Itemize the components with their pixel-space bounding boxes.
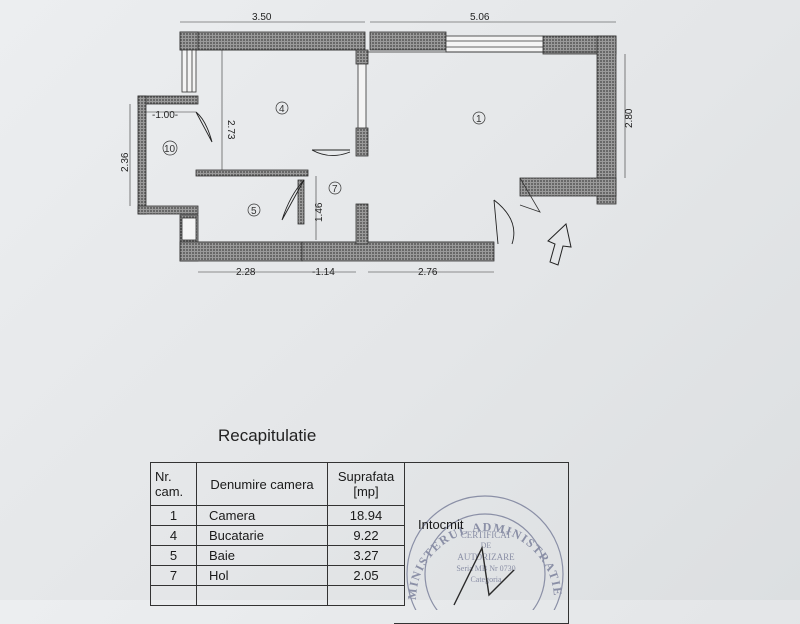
recap-title: Recapitulatie bbox=[218, 426, 317, 445]
recap-table: Nr. cam. Denumire camera Suprafata [mp] … bbox=[150, 462, 405, 606]
cell-area: 3.27 bbox=[327, 545, 405, 566]
wall-room10-top bbox=[137, 95, 199, 105]
entrance-arrow-icon bbox=[547, 223, 572, 266]
table-row: 7 Hol 2.05 bbox=[150, 565, 405, 586]
wall-bottom-right bbox=[301, 241, 495, 262]
header-area: Suprafata [mp] bbox=[327, 462, 405, 506]
cell-name: Baie bbox=[196, 545, 328, 566]
window-top bbox=[445, 35, 544, 53]
cell-name bbox=[196, 585, 328, 606]
dim-left-side: 2.36 bbox=[120, 152, 131, 172]
cell-area: 9.22 bbox=[327, 525, 405, 546]
door-room7 bbox=[311, 149, 351, 156]
stamp-line1: CERTIFICAT bbox=[461, 530, 512, 540]
wall-right-lower bbox=[519, 177, 617, 197]
door-room5 bbox=[281, 179, 305, 221]
dim-room10-width: -1.00- bbox=[152, 110, 178, 121]
stamp-line4: Seria MB Nr 0730 bbox=[456, 564, 515, 573]
cell-nr: 5 bbox=[150, 545, 197, 566]
wall-top-left bbox=[179, 31, 366, 51]
wall-top-mid bbox=[369, 31, 447, 51]
table-header-row: Nr. cam. Denumire camera Suprafata [mp] bbox=[150, 462, 405, 506]
authorization-stamp: MINISTERUL ADMINISTRATIEI PUBLICE CERTIF… bbox=[394, 470, 564, 610]
room-10-label: 10 bbox=[164, 144, 176, 155]
dim-bottom-2: -1.14 bbox=[312, 267, 335, 278]
door-entrance bbox=[493, 199, 515, 245]
signature-mark bbox=[453, 545, 515, 606]
intocmit-label: Intocmit bbox=[418, 517, 464, 532]
room-1-label: 1 bbox=[476, 114, 482, 125]
doors bbox=[195, 111, 515, 245]
outline-lines bbox=[198, 49, 597, 243]
wall-right bbox=[596, 35, 617, 205]
dim-right-side: 2.80 bbox=[624, 108, 635, 128]
room-7-label: 7 bbox=[332, 184, 338, 195]
wall-room5-top bbox=[195, 169, 309, 177]
floor-plan: 3.50 5.06 2.80 2.36 -1.00- 2.73 1.46 2.2… bbox=[120, 12, 635, 278]
stamp-line3: AUTORIZARE bbox=[457, 552, 515, 562]
wall-mid-bottom bbox=[355, 203, 369, 245]
wall-room10-left bbox=[137, 95, 147, 215]
cell-nr: 7 bbox=[150, 565, 197, 586]
wall-mid-center bbox=[355, 127, 369, 157]
dimension-lines bbox=[129, 21, 626, 273]
cell-name: Camera bbox=[196, 505, 328, 526]
cell-nr bbox=[150, 585, 197, 606]
dimension-labels: 3.50 5.06 2.80 2.36 -1.00- 2.73 1.46 2.2… bbox=[120, 12, 635, 278]
cell-area: 18.94 bbox=[327, 505, 405, 526]
window-left-lower bbox=[181, 217, 197, 241]
dim-room7-height: 1.46 bbox=[314, 202, 325, 222]
table-row: 4 Bucatarie 9.22 bbox=[150, 525, 405, 546]
cell-name: Bucatarie bbox=[196, 525, 328, 546]
dim-room4-height: 2.73 bbox=[225, 120, 236, 140]
dim-bottom-3: 2.76 bbox=[418, 267, 438, 278]
header-nr: Nr. cam. bbox=[150, 462, 197, 506]
room-5-label: 5 bbox=[251, 206, 257, 217]
cell-name: Hol bbox=[196, 565, 328, 586]
dim-bottom-1: 2.28 bbox=[236, 267, 256, 278]
window-left bbox=[181, 49, 197, 93]
header-name: Denumire camera bbox=[196, 462, 328, 506]
wall-room5-right bbox=[297, 179, 305, 225]
table-row: 1 Camera 18.94 bbox=[150, 505, 405, 526]
table-row bbox=[150, 585, 405, 606]
wall-bottom-left bbox=[179, 241, 303, 262]
cell-nr: 1 bbox=[150, 505, 197, 526]
wall-mid-top bbox=[355, 49, 369, 65]
dim-top-right: 5.06 bbox=[470, 12, 490, 23]
door-room4 bbox=[195, 111, 213, 143]
wall-room10-bottom bbox=[137, 205, 199, 215]
walls bbox=[137, 31, 617, 262]
stamp-line2: DE bbox=[481, 541, 492, 550]
cell-area: 2.05 bbox=[327, 565, 405, 586]
room-markers: 1 4 5 7 10 bbox=[162, 101, 486, 217]
cell-area bbox=[327, 585, 405, 606]
cell-nr: 4 bbox=[150, 525, 197, 546]
wall-corner-tl bbox=[179, 31, 199, 51]
dim-top-left: 3.50 bbox=[252, 12, 272, 23]
table-row: 5 Baie 3.27 bbox=[150, 545, 405, 566]
room-4-label: 4 bbox=[279, 104, 285, 115]
window-mid bbox=[357, 63, 367, 129]
